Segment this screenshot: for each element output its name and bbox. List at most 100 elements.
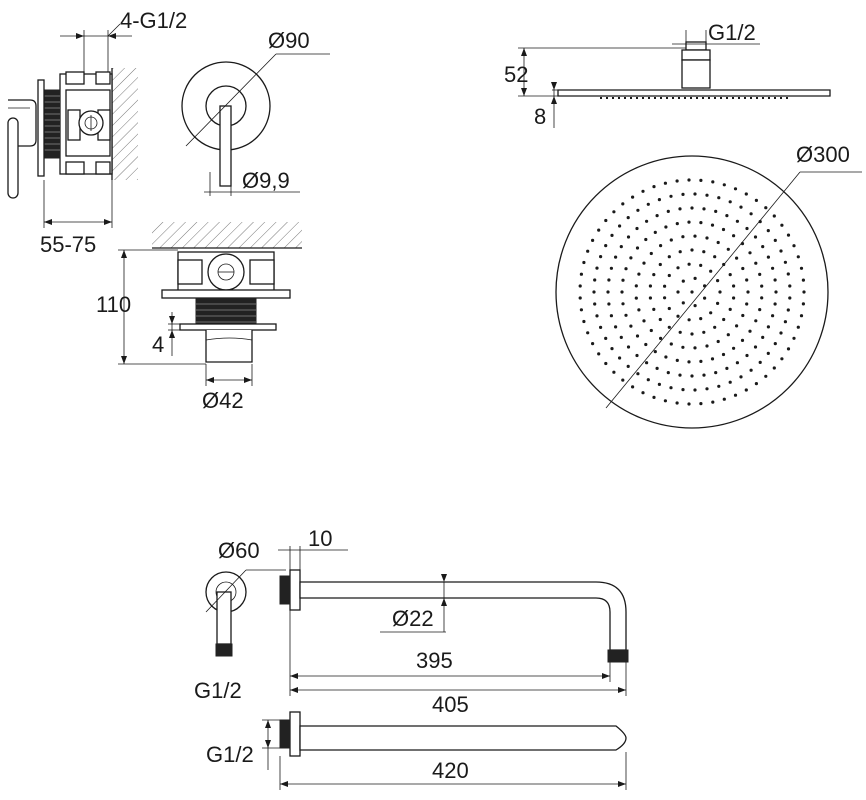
- nozzle-dot: [681, 345, 685, 349]
- nozzle-dot: [760, 284, 764, 288]
- nozzle-dot: [783, 260, 788, 264]
- arm-length-405-label: 405: [432, 692, 469, 717]
- nozzle-dot: [619, 335, 623, 339]
- nozzle-dot: [802, 290, 806, 294]
- nozzle-dot: [725, 366, 729, 370]
- head-thickness-label: 8: [534, 104, 546, 129]
- nozzle-dot: [754, 319, 758, 323]
- nozzle-dot: [718, 290, 722, 294]
- nozzle-dot: [744, 192, 748, 196]
- nozzle-dot: [657, 382, 662, 386]
- nozzle-dot: [592, 290, 596, 294]
- nozzle-dot: [726, 247, 730, 251]
- nozzle-dot: [678, 330, 682, 334]
- nozzle-dot: [657, 198, 662, 202]
- nozzle-dot: [710, 223, 715, 227]
- nozzle-dot: [710, 357, 715, 361]
- nozzle-dot: [713, 255, 717, 259]
- nozzle-dot: [663, 399, 668, 403]
- nozzle-dot: [740, 338, 745, 342]
- nozzle-dot: [702, 330, 706, 334]
- nozzle-dot: [745, 226, 749, 231]
- nozzle-dot: [655, 214, 659, 218]
- nozzle-dot: [629, 324, 633, 328]
- nozzle-dot: [666, 371, 670, 375]
- nozzle-dot: [714, 209, 718, 213]
- nozzle-dot: [646, 378, 650, 382]
- nozzle-dot: [702, 373, 706, 377]
- nozzle-dot: [733, 187, 738, 191]
- nozzle-dot: [773, 302, 777, 306]
- nozzle-dot: [799, 314, 804, 318]
- nozzle-dot: [649, 251, 653, 256]
- nozzle-dot: [786, 233, 791, 237]
- nozzle-dot: [653, 230, 657, 234]
- nozzle-dot: [663, 296, 667, 300]
- nozzle-dot: [586, 249, 590, 253]
- nozzle-dot: [717, 196, 721, 200]
- nozzle-dot: [780, 357, 784, 361]
- nozzle-dot: [766, 325, 771, 329]
- nozzle-dot: [664, 355, 668, 359]
- nozzle-dot: [705, 236, 709, 240]
- nozzle-dot: [675, 401, 679, 405]
- mixer-depth-label: 55-75: [40, 232, 96, 257]
- nozzle-dot: [792, 336, 796, 340]
- nozzle-dot: [771, 266, 775, 270]
- nozzle-dot: [635, 334, 640, 338]
- nozzle-dot: [799, 266, 804, 270]
- nozzle-dot: [703, 296, 707, 300]
- nozzle-dot: [634, 296, 638, 300]
- nozzle-dot: [735, 361, 740, 365]
- nozzle-dot: [748, 251, 752, 255]
- nozzle-dot: [678, 250, 682, 254]
- nozzle-dot: [732, 234, 736, 238]
- nozzle-dot: [646, 202, 650, 206]
- mixer-side-view: 4-G1/2 55-75: [7, 8, 187, 257]
- nozzle-dot: [669, 342, 673, 346]
- nozzle-dot: [749, 368, 753, 372]
- box-height-label: 110: [96, 292, 131, 317]
- nozzle-dot: [642, 261, 646, 265]
- nozzle-dot: [748, 329, 752, 333]
- nozzle-dot: [749, 212, 753, 216]
- nozzle-dot: [681, 279, 685, 283]
- nozzle-dot: [788, 284, 792, 288]
- nozzle-dot: [676, 266, 680, 270]
- nozzle-dot: [772, 366, 776, 370]
- nozzle-dot: [659, 244, 663, 248]
- nozzle-dot: [636, 208, 640, 212]
- nozzle-dot: [648, 284, 653, 288]
- nozzle-dot: [711, 180, 715, 184]
- nozzle-dot: [753, 345, 758, 349]
- nozzle-dot: [735, 219, 740, 223]
- nozzle-dot: [659, 336, 663, 340]
- nozzle-dot: [624, 267, 628, 271]
- nozzle-dot: [582, 260, 586, 265]
- nozzle-dot: [773, 238, 777, 242]
- nozzle-dot: [614, 255, 618, 259]
- shower-head-side-view: G1/2 52 8: [504, 20, 831, 129]
- nozzle-dot: [764, 206, 768, 210]
- nozzle-dot: [597, 352, 601, 356]
- nozzle-dot: [591, 238, 595, 242]
- nozzle-dot: [645, 219, 649, 223]
- nozzle-dot: [681, 388, 685, 392]
- nozzle-dot: [579, 272, 584, 276]
- nozzle-dot: [732, 296, 736, 300]
- nozzle-dot: [664, 225, 668, 229]
- arm-rosette-diameter-label: Ø60: [218, 538, 260, 563]
- nozzle-dot: [760, 296, 764, 300]
- nozzle-dot: [699, 221, 703, 225]
- nozzle-dot: [612, 210, 616, 214]
- nozzle-dot: [693, 276, 697, 280]
- box-outlet-diameter-label: Ø42: [202, 388, 244, 413]
- nozzle-dot: [621, 302, 625, 306]
- nozzle-dot: [779, 331, 783, 335]
- wall-arm-side-view: 10 Ø22 395 405: [278, 526, 629, 717]
- nozzle-dot: [758, 360, 762, 364]
- nozzle-dot: [604, 361, 608, 366]
- nozzle-dot: [610, 347, 614, 351]
- nozzle-dot: [586, 331, 590, 335]
